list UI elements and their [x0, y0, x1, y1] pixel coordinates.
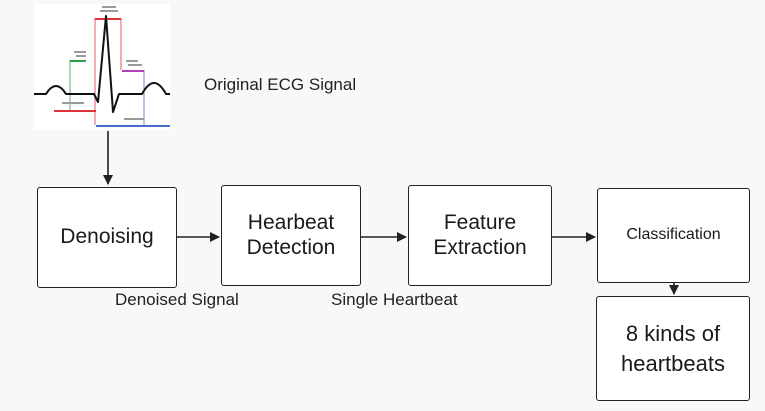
pr-interval-bar — [54, 110, 96, 112]
original-ecg-label: Original ECG Signal — [204, 75, 357, 94]
output-box: 8 kinds of heartbeats — [596, 296, 750, 401]
feature-extraction-label: Feature Extraction — [433, 210, 527, 259]
annotation-text — [74, 51, 86, 53]
annotation-text — [100, 10, 118, 12]
qrs-bar — [95, 18, 121, 20]
single-heartbeat-label: Single Heartbeat — [331, 290, 458, 309]
denoising-label: Denoising — [60, 225, 154, 249]
annotation-text — [124, 118, 144, 120]
ecg-signal-image — [34, 4, 170, 130]
annotation-text — [76, 55, 86, 57]
ecg-trace — [34, 15, 170, 113]
ecg-waveform-graphic — [34, 6, 170, 127]
output-label: 8 kinds of heartbeats — [621, 320, 725, 376]
classification-label: Classification — [626, 226, 721, 244]
annotation-text — [128, 64, 142, 66]
heartbeat-detection-label: Hearbeat Detection — [246, 210, 336, 259]
feature-extraction-box: Feature Extraction — [408, 185, 552, 286]
annotation-text — [102, 6, 116, 8]
heartbeat-detection-box: Hearbeat Detection — [221, 185, 361, 286]
classification-box: Classification — [597, 188, 750, 283]
qt-interval-bar — [96, 125, 170, 127]
annotation-text — [126, 60, 138, 62]
pr-segment-bar — [70, 60, 86, 62]
st-segment-bar — [122, 70, 144, 72]
annotation-text — [62, 102, 84, 104]
denoising-box: Denoising — [37, 187, 177, 288]
denoised-signal-label: Denoised Signal — [115, 290, 239, 309]
